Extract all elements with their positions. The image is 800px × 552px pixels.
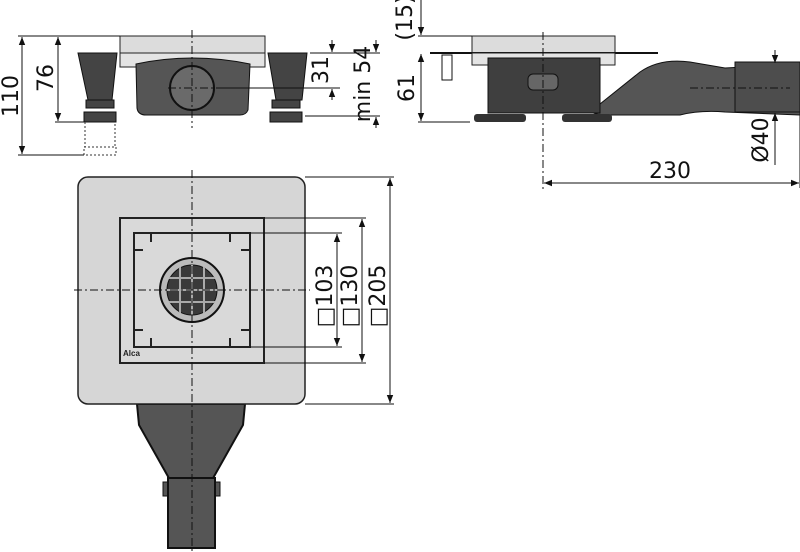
dim-205: □205	[366, 265, 391, 328]
top-outlet	[135, 403, 247, 481]
dim-15: (15)	[393, 0, 418, 41]
top-view: Alca □103 □130 □205	[74, 170, 394, 552]
dim-230: 230	[649, 159, 691, 184]
dim-61: 61	[395, 74, 420, 102]
front-view: 110 76 31 min 54	[0, 30, 380, 156]
side-foot-right	[562, 114, 612, 122]
dim-103: □103	[313, 265, 338, 328]
dim-31: 31	[309, 56, 334, 84]
alca-logo: Alca	[123, 349, 140, 358]
dim-diameter-40: Ø40	[749, 117, 774, 162]
side-outlet-end	[734, 61, 800, 113]
dim-76: 76	[34, 64, 59, 92]
side-screw	[441, 54, 453, 81]
dim-min-54: min 54	[351, 46, 376, 122]
side-foot-left	[474, 114, 526, 122]
dim-130: □130	[338, 265, 363, 328]
dim-110: 110	[0, 75, 24, 117]
side-view: (15) 61 Ø40 230	[393, 0, 800, 190]
front-foot-extension-dashed	[83, 122, 117, 156]
front-left-foot	[77, 52, 118, 123]
